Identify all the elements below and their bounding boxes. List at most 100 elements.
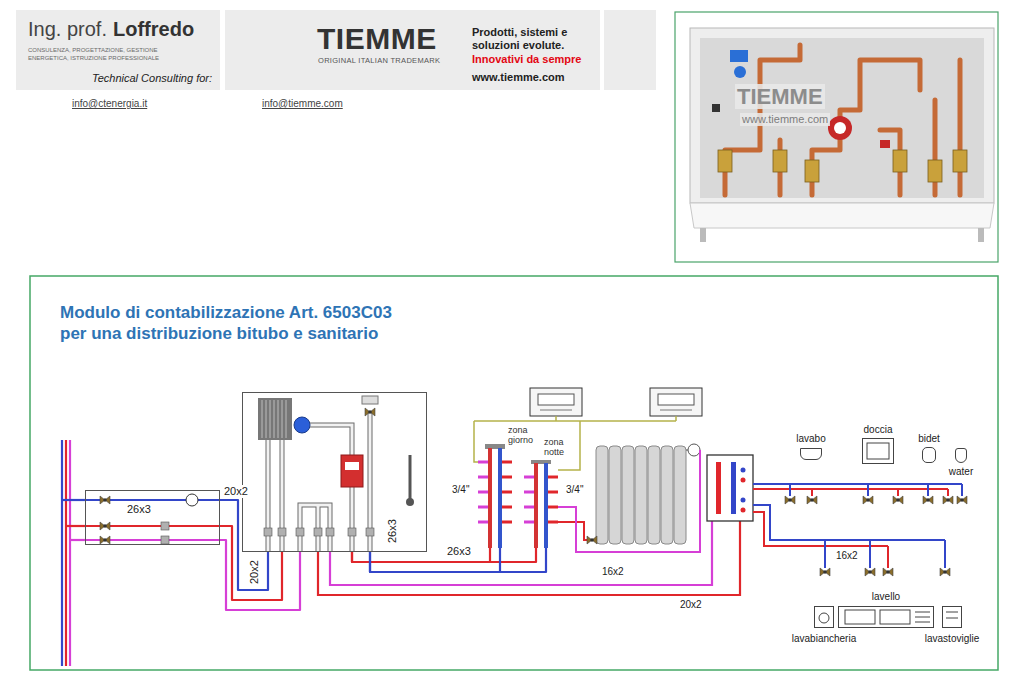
watermark: TIEMME <box>735 84 825 109</box>
radiator-part <box>587 536 597 544</box>
product-photo-part-part <box>805 160 819 182</box>
riser-pipes-part <box>65 440 67 666</box>
module-box: 26x3 <box>242 392 427 552</box>
product-photo-part <box>712 104 720 112</box>
product-photo-part-part <box>958 60 963 195</box>
thermostats-part-part <box>474 420 676 422</box>
fixture-icon: water <box>955 448 967 463</box>
manifolds-part <box>548 477 558 522</box>
manifolds <box>478 444 558 548</box>
watermark: www.tiemme.com <box>740 113 830 126</box>
sanitary-manifold-part <box>741 468 746 473</box>
logo-name: TIEMME <box>317 22 437 57</box>
sanitary-manifold-part <box>741 478 746 483</box>
header-decor-part <box>604 10 656 90</box>
manifolds-part-part <box>502 506 512 509</box>
fixture-pipes-part <box>863 496 873 504</box>
manifolds-part-part <box>548 476 558 479</box>
module-internals-part <box>268 412 370 552</box>
zone-label: zona giorno <box>508 425 542 445</box>
radiator-part <box>648 446 660 544</box>
meter-valves-part <box>100 496 110 504</box>
manifolds-part-part <box>524 476 534 479</box>
brand-prefix: Ing. prof. <box>28 18 107 41</box>
manifolds-part-part <box>548 491 558 494</box>
sanitary-supply-part <box>318 521 740 595</box>
product-photo-part-part <box>718 150 732 172</box>
module-internals-part <box>345 462 359 470</box>
thermostats-part <box>540 410 572 411</box>
product-photo-part <box>725 45 960 195</box>
pipe-size: 20x2 <box>223 485 249 498</box>
fixture-details-part <box>915 612 930 622</box>
radiator-part <box>661 446 673 544</box>
manifolds-part <box>534 463 538 548</box>
product-photo-part <box>828 116 852 140</box>
fixture-pipes-part <box>825 540 945 568</box>
fixture-icon: doccia <box>862 438 894 464</box>
module-internals-part-part <box>286 400 287 438</box>
slogan-accent: Innovativi da sempre <box>472 53 581 66</box>
pipe-connector <box>220 540 300 610</box>
product-photo-part <box>730 50 748 62</box>
fixture-pipes-part <box>943 496 953 504</box>
radiator-part <box>674 446 686 544</box>
pipe-connector <box>220 526 282 600</box>
sanitary-manifold-part <box>741 508 746 513</box>
meter-valves-part <box>161 536 169 544</box>
module-internals-part <box>258 398 292 440</box>
thermostats-part-part <box>474 421 478 462</box>
product-photo <box>675 12 998 262</box>
module-internals-part <box>365 408 375 416</box>
manifolds-part-part <box>502 476 512 479</box>
fixture-pipes-part <box>807 496 817 504</box>
fixture-pipes-part <box>940 568 950 576</box>
module-internals-part-part <box>262 400 263 438</box>
fixture-icon: lavello <box>838 606 934 628</box>
radiator-part <box>622 446 634 544</box>
fixture-label: lavabiancheria <box>792 633 857 645</box>
manifolds-part-part <box>478 521 488 524</box>
pipe-size: 16x2 <box>836 550 858 562</box>
module-internals-part <box>366 528 374 536</box>
module-internals-part <box>278 528 286 536</box>
brand-note: Technical Consulting for: <box>92 72 212 85</box>
fixture-details-part <box>845 610 875 624</box>
meter-valves-part <box>161 522 169 530</box>
product-photo-part <box>700 38 984 198</box>
module-internals-part <box>296 528 304 536</box>
riser-pipes-part <box>66 525 85 527</box>
sanitary-manifold <box>707 455 753 521</box>
product-photo-part-part <box>773 150 787 172</box>
manifolds-part-part <box>548 521 558 524</box>
radiator-part <box>609 446 621 544</box>
product-photo-part-part <box>812 60 920 195</box>
radiator-part <box>558 450 700 552</box>
fixture-pipes-part <box>753 505 945 540</box>
email: info@ctenergia.it <box>72 98 147 110</box>
product-photo-part <box>700 228 706 242</box>
product-photo-part <box>880 140 890 148</box>
manifolds-part-part <box>502 461 512 464</box>
module-internals-part-part <box>278 400 279 438</box>
fixture-pipes-part <box>923 496 933 504</box>
module-internals-part <box>314 528 322 536</box>
thermostats-part <box>650 388 702 416</box>
module-internals-part-part <box>270 400 271 438</box>
fixture-pipes-part <box>753 488 948 490</box>
product-photo-part <box>690 28 994 203</box>
meter-valves-part <box>186 494 198 506</box>
fixture-icon: lavastoviglie <box>942 606 962 628</box>
module-internals-part <box>348 528 356 536</box>
meter-valves-part <box>100 522 110 530</box>
thread-size: 3/4" <box>566 484 583 496</box>
radiator-part <box>558 522 590 540</box>
logo-panel: TIEMMEORIGINAL ITALIAN TRADEMARKProdotti… <box>225 10 600 90</box>
diagram-frame <box>30 276 998 670</box>
module-internals-part-part <box>266 400 267 438</box>
fixture-label: doccia <box>864 424 893 436</box>
riser-pipes-part <box>69 440 71 666</box>
